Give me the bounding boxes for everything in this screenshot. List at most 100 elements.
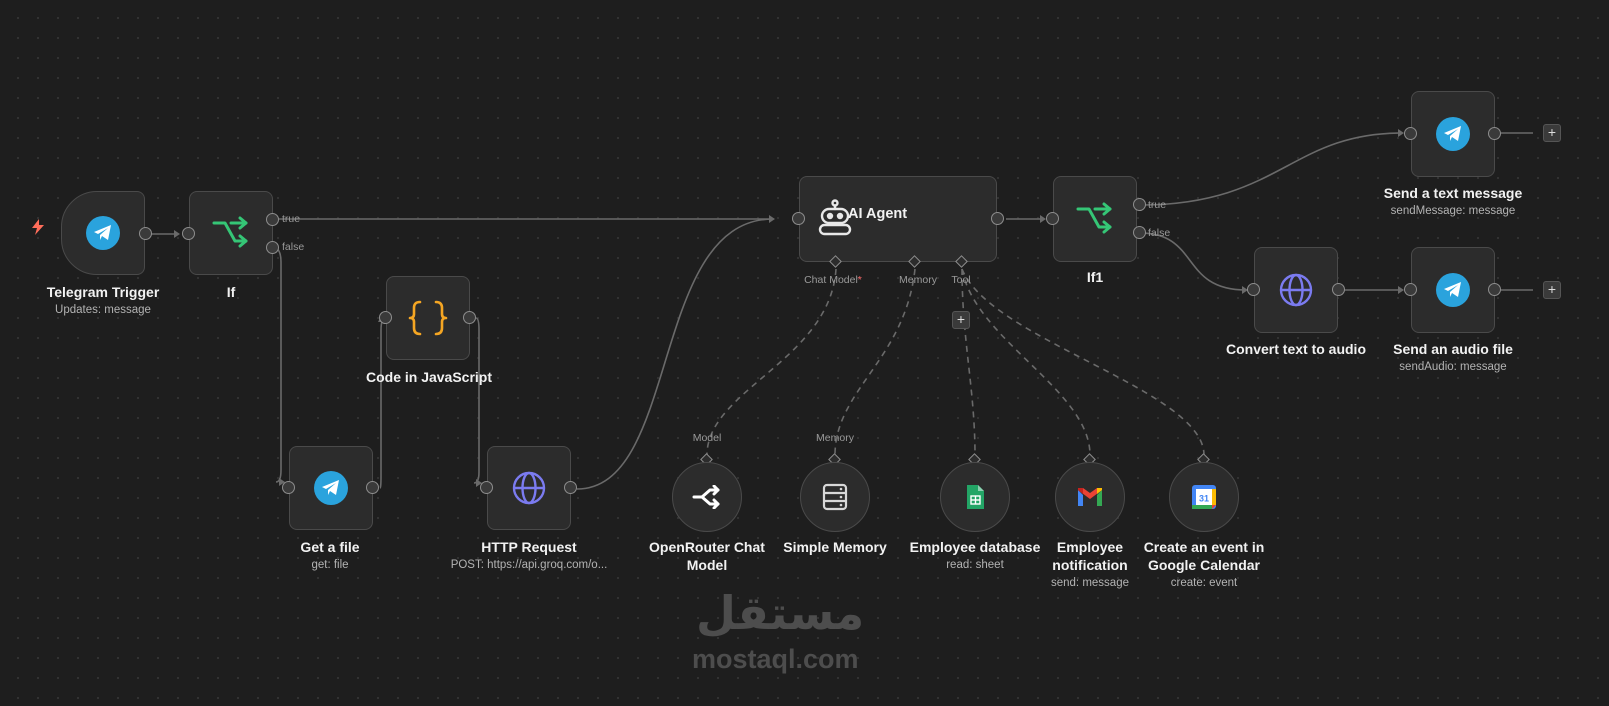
node-title: Telegram Trigger — [46, 284, 160, 300]
output-port[interactable] — [366, 481, 379, 494]
node-title: Get a file — [300, 539, 360, 555]
output-port[interactable] — [1488, 283, 1501, 296]
if-node[interactable] — [189, 191, 273, 275]
telegram-icon — [1436, 117, 1470, 151]
port-label-true: true — [1148, 199, 1167, 211]
google-calendar-node[interactable]: 31 — [1169, 462, 1239, 532]
trigger-bolt-icon — [32, 219, 44, 235]
send-text-node[interactable] — [1411, 91, 1495, 177]
output-port[interactable] — [1332, 283, 1345, 296]
google-calendar-icon: 31 — [1192, 485, 1216, 509]
input-port[interactable] — [1404, 127, 1417, 140]
database-icon — [822, 483, 848, 511]
openrouter-node[interactable] — [672, 462, 742, 532]
telegram-trigger-node[interactable] — [61, 191, 145, 275]
wire-code-http — [473, 317, 480, 484]
node-title: HTTP Request — [481, 539, 577, 555]
node-subtitle: get: file — [311, 559, 349, 571]
node-title: AI Agent — [848, 206, 908, 222]
node-subtitle: Updates: message — [55, 304, 151, 316]
node-title: Employee notification — [1052, 539, 1128, 573]
input-port[interactable] — [792, 212, 805, 225]
output-port-true[interactable] — [266, 213, 279, 226]
input-port[interactable] — [182, 227, 195, 240]
employee-notification-node[interactable] — [1055, 462, 1125, 532]
telegram-icon — [1436, 273, 1470, 307]
input-port[interactable] — [1046, 212, 1059, 225]
output-port[interactable] — [463, 311, 476, 324]
node-subtitle: sendAudio: message — [1399, 361, 1507, 373]
simple-memory-node[interactable] — [800, 462, 870, 532]
output-port[interactable] — [564, 481, 577, 494]
node-title: Convert text to audio — [1225, 341, 1367, 357]
node-subtitle: send: message — [1051, 577, 1129, 589]
http-request-node[interactable] — [487, 446, 571, 530]
wire-agent-tool-db — [961, 268, 976, 456]
node-subtitle: create: event — [1170, 577, 1238, 589]
telegram-icon — [314, 471, 348, 505]
globe-icon — [512, 471, 546, 505]
node-title: If — [226, 284, 236, 300]
port-label-false: false — [282, 241, 305, 253]
port-label-true: true — [282, 213, 301, 225]
input-port[interactable] — [1404, 283, 1417, 296]
wire-agent-memory — [834, 268, 916, 456]
add-node-button[interactable]: + — [1543, 124, 1561, 142]
wire-agent-tool-calendar — [961, 268, 1205, 456]
input-port[interactable] — [282, 481, 295, 494]
node-title: OpenRouter Chat Model — [649, 539, 765, 573]
ai-agent-node[interactable] — [799, 176, 997, 262]
node-title: Create an event in Google Calendar — [1143, 539, 1265, 573]
arrowhead — [174, 230, 180, 238]
openrouter-icon — [692, 485, 720, 509]
add-node-button[interactable]: + — [1543, 281, 1561, 299]
google-sheets-icon — [967, 485, 984, 509]
output-port[interactable] — [991, 212, 1004, 225]
node-subtitle: POST: https://api.groq.com/o... — [450, 559, 608, 571]
port-label-model: Model — [692, 432, 722, 444]
globe-icon — [1279, 273, 1313, 307]
convert-audio-node[interactable] — [1254, 247, 1338, 333]
input-port[interactable] — [1247, 283, 1260, 296]
node-subtitle: read: sheet — [946, 559, 1004, 571]
code-braces-icon — [408, 300, 448, 336]
output-port-true[interactable] — [1133, 198, 1146, 211]
node-title: If1 — [1086, 269, 1104, 285]
node-title: Send a text message — [1383, 185, 1523, 201]
send-audio-node[interactable] — [1411, 247, 1495, 333]
output-port[interactable] — [1488, 127, 1501, 140]
output-port[interactable] — [139, 227, 152, 240]
port-label-memory: Memory — [899, 274, 937, 286]
calendar-day-label: 31 — [1199, 494, 1209, 504]
add-tool-button[interactable]: + — [952, 311, 970, 329]
telegram-icon — [86, 216, 120, 250]
output-port-false[interactable] — [266, 241, 279, 254]
input-port[interactable] — [480, 481, 493, 494]
port-label-false: false — [1148, 227, 1171, 239]
input-port[interactable] — [379, 311, 392, 324]
code-node[interactable] — [386, 276, 470, 360]
employee-database-node[interactable] — [940, 462, 1010, 532]
node-title: Send an audio file — [1393, 341, 1513, 357]
wire-agent-tool-gmail — [961, 268, 1091, 456]
port-label-tool: Tool — [951, 274, 971, 286]
wire-http-agent — [576, 218, 774, 490]
wire-if1-false-convert — [1139, 232, 1247, 291]
node-title: Employee database — [909, 539, 1041, 555]
node-title: Simple Memory — [783, 539, 887, 555]
if-branch-icon — [1076, 202, 1112, 234]
if-branch-icon — [212, 216, 248, 248]
arrowhead — [769, 215, 775, 223]
watermark-logo-latin: mostaql.com — [692, 644, 859, 674]
output-port-false[interactable] — [1133, 226, 1146, 239]
port-label-chat-model: Chat Model* — [804, 274, 862, 286]
if1-node[interactable] — [1053, 176, 1137, 262]
robot-icon — [818, 199, 852, 236]
wire-if1-true-sendtext — [1139, 132, 1403, 206]
node-subtitle: sendMessage: message — [1390, 205, 1516, 217]
port-label-memory: Memory — [816, 432, 854, 444]
get-file-node[interactable] — [289, 446, 373, 530]
wire-agent-chatmodel — [706, 268, 837, 456]
watermark-logo-arabic: مستقل — [696, 586, 865, 640]
